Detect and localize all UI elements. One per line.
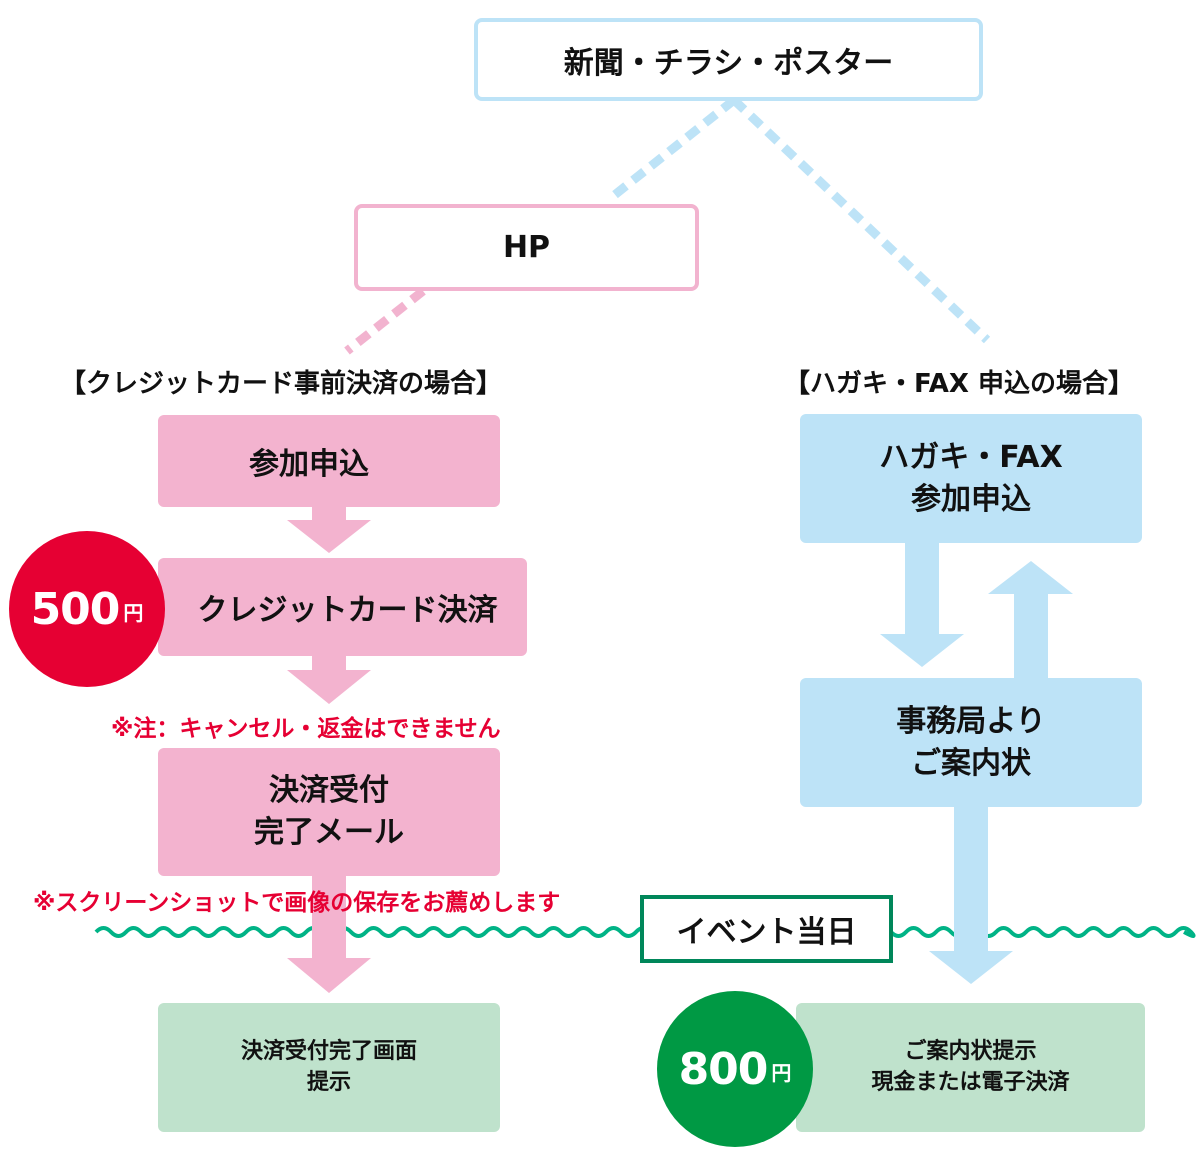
cancel-note: ※注：キャンセル・返金はできません (111, 716, 501, 742)
line: 事務局より (896, 703, 1046, 739)
hp-box: HP (354, 204, 699, 291)
arrow-down-icon (880, 540, 964, 667)
line: ご案内状提示 (904, 1038, 1037, 1064)
price-badge-800: 800 円 (657, 991, 813, 1147)
step-show-invitation-pay: ご案内状提示 現金または電子決済 (796, 1003, 1145, 1132)
fax-branch-heading: 【ハガキ・FAX 申込の場合】 (784, 369, 1134, 399)
step-credit-card-payment: クレジットカード決済 (158, 558, 527, 656)
line: 決済受付完了画面 (240, 1038, 417, 1064)
credit-card-branch-heading: 【クレジットカード事前決済の場合】 (60, 369, 503, 399)
arrow-down-icon (287, 874, 371, 993)
arrow-down-icon (287, 505, 371, 553)
line: 参加申込 (911, 481, 1031, 517)
step-payment-complete-mail: 決済受付 完了メール (158, 748, 500, 876)
line: 提示 (306, 1069, 351, 1095)
line: 現金または電子決済 (871, 1069, 1070, 1095)
step-credit-card-payment-label: クレジットカード決済 (197, 593, 498, 628)
price-amount: 500 (30, 583, 121, 635)
step-apply: 参加申込 (158, 415, 500, 507)
step-apply-label: 参加申込 (249, 447, 369, 482)
step-show-payment-screen: 決済受付完了画面 提示 (158, 1003, 500, 1132)
hp-label: HP (502, 230, 551, 265)
event-day-label-box: イベント当日 (640, 895, 893, 963)
event-day-label: イベント当日 (676, 915, 857, 950)
price-amount: 800 (678, 1043, 769, 1095)
arrow-down-icon (929, 804, 1013, 984)
price-badge-500: 500 円 (9, 531, 165, 687)
line: ご案内状 (911, 745, 1031, 781)
step-office-invitation: 事務局より ご案内状 (800, 678, 1142, 807)
dashed-connector-top-to-hp (609, 96, 737, 201)
arrow-up-icon (988, 561, 1073, 680)
source-media-box: 新聞・チラシ・ポスター (474, 18, 983, 101)
price-unit: 円 (771, 1060, 792, 1085)
step-fax-apply: ハガキ・FAX 参加申込 (800, 414, 1142, 543)
source-media-label: 新聞・チラシ・ポスター (563, 45, 894, 81)
line: ハガキ・FAX (879, 439, 1063, 475)
dashed-connector-hp-to-credit (344, 287, 426, 355)
price-unit: 円 (123, 600, 144, 625)
line: 決済受付 (269, 773, 389, 808)
screenshot-note: ※スクリーンショットで画像の保存をお薦めします (33, 890, 561, 916)
arrow-down-icon (287, 655, 371, 704)
line: 完了メール (254, 815, 404, 850)
dashed-connector-top-to-fax (730, 96, 991, 344)
